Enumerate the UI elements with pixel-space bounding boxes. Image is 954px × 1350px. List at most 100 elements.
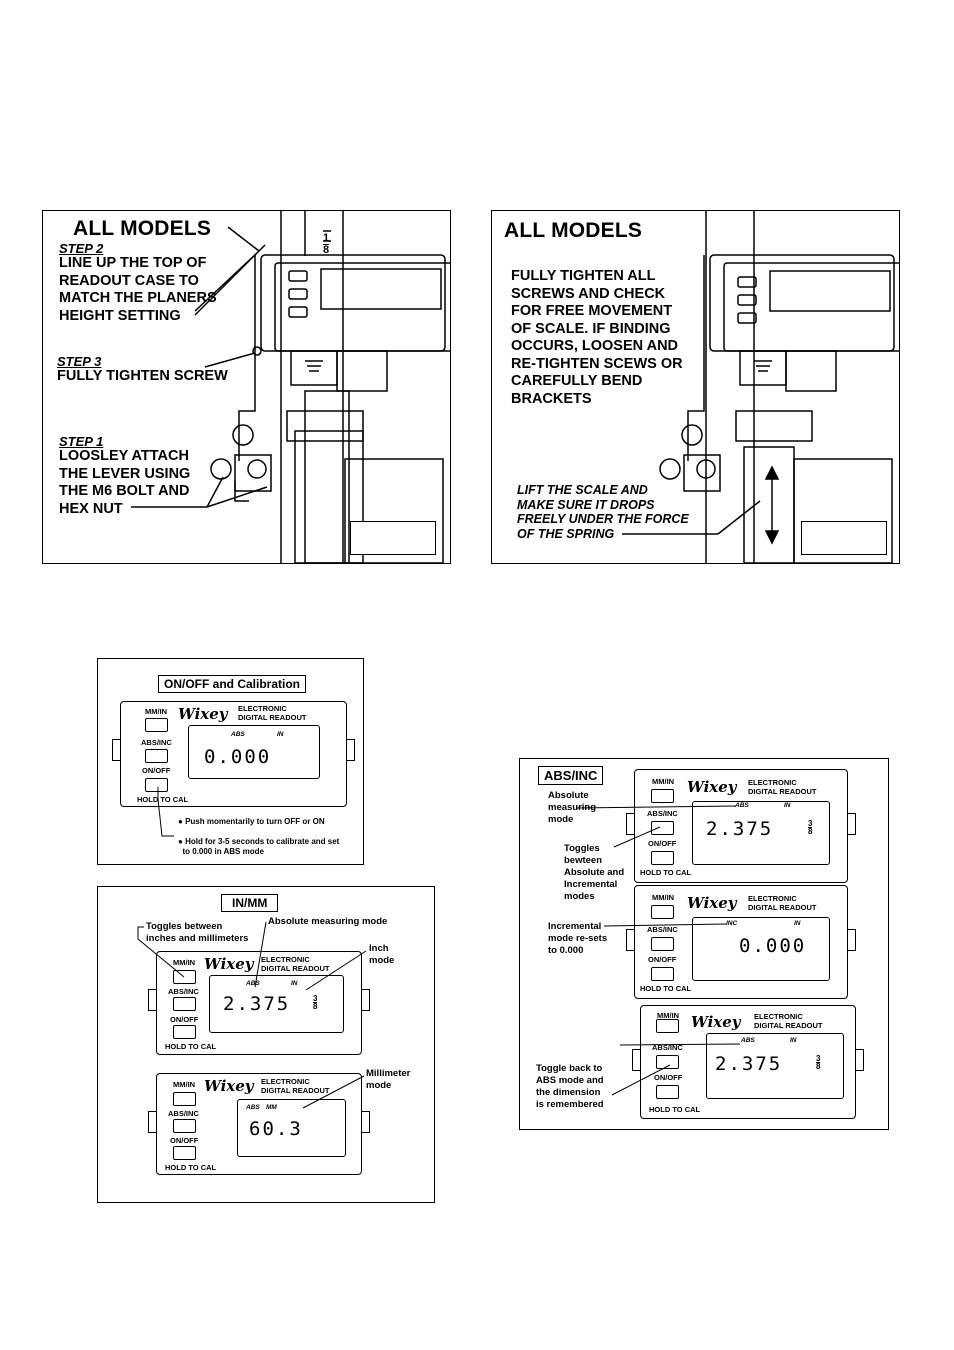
toggle-line: bewteen [564,855,603,866]
panel-in-mm: IN/MM Toggles between inches and millime… [97,886,435,1203]
mmin-label: MM/IN [657,1011,680,1020]
brand-text: ELECTRONIC DIGITAL READOUT [238,704,307,722]
mmin-button[interactable] [173,1092,196,1106]
readout-device-abs: MM/IN ABS/INC ON/OFF HOLD TO CAL Wixey E… [626,769,866,884]
absinc-label: ABS/INC [168,1109,199,1118]
onoff-button[interactable] [145,778,168,792]
brand-line-2: DIGITAL READOUT [238,712,307,722]
onoff-button[interactable] [173,1025,196,1039]
onoff-label: ON/OFF [648,839,677,848]
onoff-button[interactable] [651,967,674,981]
step1-line: THE M6 BOLT AND [59,483,190,499]
hold-label: HOLD TO CAL [137,795,189,804]
absinc-button[interactable] [145,749,168,763]
toggle-units-label: Toggles between inches and millimeters [146,921,248,945]
onoff-button[interactable] [656,1085,679,1099]
step1-line: HEX NUT [59,500,123,517]
hold-label: HOLD TO CAL [640,868,692,877]
absinc-button[interactable] [651,821,674,835]
absinc-button[interactable] [651,937,674,951]
fraction-num: 3 [313,994,318,1003]
step2-label: STEP 2 [59,241,104,256]
wixey-logo: Wixey [687,894,737,912]
mode-indicator-unit: IN [784,802,791,809]
mmin-label: MM/IN [145,707,168,716]
inmm-title: IN/MM [221,894,279,912]
fraction-den: 8 [808,827,813,836]
mode-indicator-unit: IN [790,1037,797,1044]
scale-denominator: 8 [323,244,330,256]
wixey-logo: Wixey [687,778,737,796]
back-line: the dimension [536,1087,601,1098]
instruction-line: SCREWS AND CHECK [511,285,666,302]
absinc-button[interactable] [173,1119,196,1133]
onoff-button[interactable] [173,1146,196,1160]
mmin-button[interactable] [173,970,196,984]
brand-text: ELECTRONIC DIGITAL READOUT [748,778,816,796]
toggle-line: Incremental [564,879,618,890]
abs-line: mode [548,814,574,825]
toggle-modes-label: Toggles bewteen Absolute and Incremental… [564,843,624,903]
onoff-button[interactable] [651,851,674,865]
inmm-callout-lines [137,921,367,1109]
absinc-button[interactable] [173,997,196,1011]
figure-number-box [350,521,436,555]
panel-a-heading: ALL MODELS [73,217,212,240]
lcd-display [692,917,830,981]
inch-line: Inch [369,943,389,954]
fraction-den: 8 [816,1062,821,1071]
mode-indicator-abs: ABS [231,731,245,738]
brand-text: ELECTRONIC DIGITAL READOUT [261,955,329,973]
mm-line: Millimeter [366,1068,411,1079]
lcd-digits: 2.375 [223,993,291,1015]
abs-line: measuring [548,802,597,813]
inch-line: mode [369,955,395,966]
abs-line: Absolute [548,790,589,801]
mode-indicator-unit: IN [794,920,801,927]
fraction-num: 3 [816,1054,821,1063]
brand-line-1: ELECTRONIC [754,1012,803,1021]
lcd-fraction: 3 8 [808,820,813,836]
mode-indicator-unit: IN [277,731,284,738]
absinc-title: ABS/INC [538,766,604,785]
readout-device-inc: MM/IN ABS/INC ON/OFF HOLD TO CAL Wixey E… [626,885,866,1000]
onoff-label: ON/OFF [648,955,677,964]
mmin-button[interactable] [651,905,674,919]
brand-line-1: ELECTRONIC [261,1077,310,1086]
mmin-button[interactable] [656,1019,679,1033]
onoff-label: ON/OFF [142,766,171,775]
onoff-title: ON/OFF and Calibration [158,675,307,693]
lcd-display [237,1099,346,1157]
mode-indicator-abs: ABS [741,1037,755,1044]
lift-line: OF THE SPRING [517,526,615,541]
step2-line: LINE UP THE TOP OF [59,255,207,271]
lcd-digits: 0.000 [204,746,272,768]
absolute-mode-label: Absolute measuring mode [268,916,388,927]
readout-device-abs-recall: MM/IN ABS/INC ON/OFF HOLD TO CAL Wixey E… [632,1005,872,1120]
back-line: is remembered [536,1099,604,1110]
lcd-fraction: 3 8 [313,994,318,1011]
mmin-label: MM/IN [173,958,196,967]
mode-indicator-inc: INC [726,920,738,927]
mmin-button[interactable] [145,718,168,732]
brand-line-1: ELECTRONIC [238,704,287,713]
back-line: Toggle back to [536,1063,603,1074]
step2-line: HEIGHT SETTING [59,307,181,324]
absinc-button[interactable] [656,1055,679,1069]
wixey-logo: Wixey [178,705,228,723]
instruction-line: CAREFULLY BEND [511,373,643,389]
lift-line: FREELY UNDER THE FORCE [517,512,689,526]
toggle-line: modes [564,891,595,902]
step3-label: STEP 3 [57,354,102,369]
mmin-label: MM/IN [173,1080,196,1089]
back-line: ABS mode and [536,1075,604,1086]
panel-abs-inc: ABS/INC Absolute measuring mode Toggles … [519,758,889,1130]
absinc-label: ABS/INC [647,809,678,818]
inc-line: mode re-sets [548,933,608,944]
step1-line: LOOSLEY ATTACH [59,448,189,464]
readout-device-mm: MM/IN ABS/INC ON/OFF HOLD TO CAL Wixey E… [148,1071,378,1181]
panel-b-instructions: FULLY TIGHTEN ALL SCREWS AND CHECK FOR F… [511,268,683,408]
mmin-button[interactable] [651,789,674,803]
wixey-logo: Wixey [691,1013,741,1031]
lift-line: LIFT THE SCALE AND [517,483,648,497]
